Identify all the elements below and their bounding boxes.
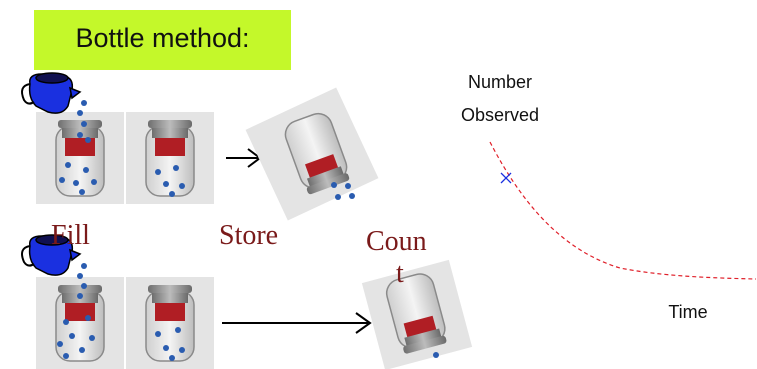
jar-fill-row2	[35, 276, 125, 369]
label-count: Coun	[366, 226, 427, 257]
x-axis-label: Time	[668, 302, 708, 322]
label-count-wrap: t	[396, 258, 404, 289]
pitcher-icon-row1	[21, 72, 91, 143]
jar-fill-row1	[35, 111, 125, 205]
jar-count-row1	[245, 87, 379, 221]
jar-count-row2	[361, 259, 473, 369]
y-axis-label-line1: Number	[467, 72, 533, 92]
label-store: Store	[219, 220, 279, 251]
pitcher-icon-row2	[21, 234, 87, 299]
jar-store-row2	[125, 276, 215, 369]
arrow-row2	[222, 312, 372, 334]
data-point-marker	[500, 172, 512, 184]
decay-curve	[489, 141, 757, 280]
title-banner: Bottle method:	[34, 10, 291, 70]
title-text: Bottle method:	[75, 23, 250, 53]
y-axis-label-line2: Observed	[460, 105, 540, 125]
jar-store-row1	[125, 111, 215, 205]
label-fill: Fill	[51, 220, 90, 251]
arrow-row1	[226, 148, 262, 168]
